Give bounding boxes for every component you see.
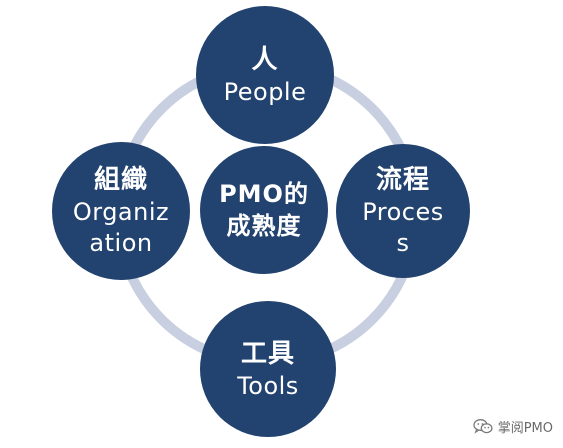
watermark-text: 掌阅PMO <box>497 421 553 436</box>
org-label-zh: 組織 <box>93 165 148 195</box>
process-label-en-line1: Proces <box>362 198 444 226</box>
center-label-line2: 成熟度 <box>226 212 302 240</box>
people-label-zh: 人 <box>251 44 279 75</box>
tools-label-en: Tools <box>237 371 299 400</box>
node-process: 流程 Proces s <box>336 144 470 278</box>
people-label-en: People <box>223 77 307 106</box>
node-organization: 組織 Organiz ation <box>52 142 190 280</box>
center-label-line1: PMO的 <box>219 180 309 208</box>
node-center-maturity: PMO的 成熟度 <box>200 146 328 274</box>
watermark: 掌阅PMO <box>473 417 553 436</box>
node-tools: 工具 Tools <box>200 301 336 437</box>
node-people: 人 People <box>196 6 334 144</box>
org-label-en-line2: ation <box>89 229 153 257</box>
process-label-zh: 流程 <box>375 165 430 195</box>
org-label-en-line1: Organiz <box>72 198 170 226</box>
wechat-icon <box>473 419 493 434</box>
process-label-en-line2: s <box>396 229 410 257</box>
tools-label-zh: 工具 <box>240 338 295 369</box>
